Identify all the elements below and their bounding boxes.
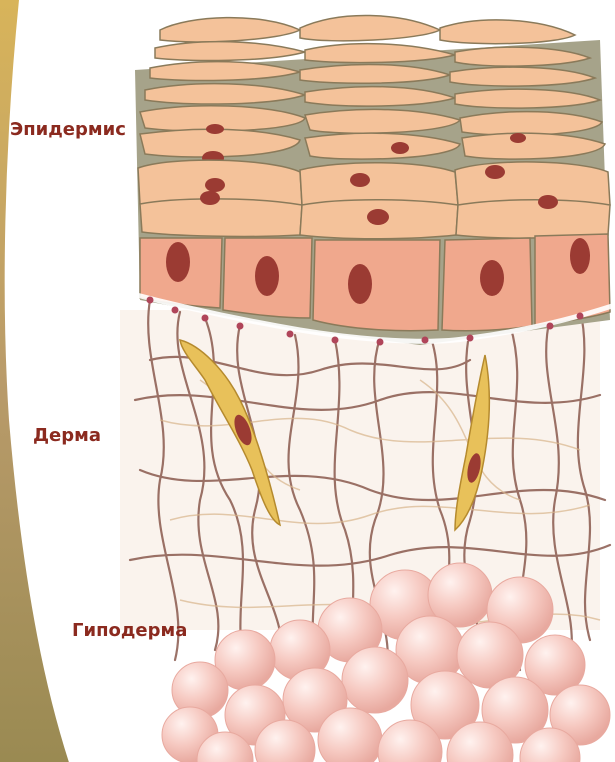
label-dermis: Дерма bbox=[33, 425, 101, 446]
epidermis-layers bbox=[135, 15, 610, 345]
background-photo-strip bbox=[0, 0, 80, 762]
label-hypodermis: Гиподерма bbox=[72, 620, 187, 641]
label-epidermis: Эпидермис bbox=[10, 119, 126, 140]
